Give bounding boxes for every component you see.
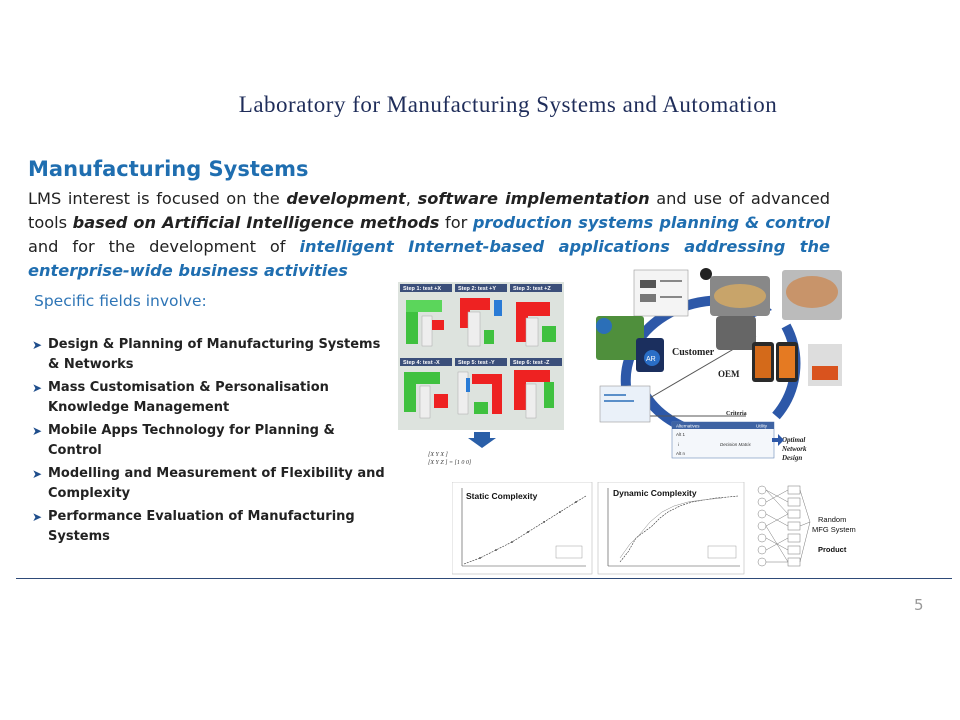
section-heading: Manufacturing Systems — [28, 157, 309, 181]
network-label: Network — [781, 445, 807, 453]
step-label: Step 5: test -Y — [458, 360, 495, 366]
step-label: Step 6: test -Z — [513, 360, 550, 366]
matrix-row: Alt 1 — [676, 432, 686, 437]
arrow-bullet-icon: ➤ — [32, 467, 43, 481]
step-cell — [516, 302, 556, 347]
step-cell — [404, 372, 448, 419]
arrow-bullet-icon: ➤ — [32, 338, 43, 352]
web-screen-image — [633, 269, 689, 317]
arrow-bullet-icon: ➤ — [32, 510, 43, 524]
list-item: ➤ Performance Evaluation of Manufacturing… — [32, 507, 390, 547]
decision-matrix-label: Decision Matrix — [720, 442, 752, 447]
static-complexity-label: Static Complexity — [466, 491, 538, 501]
static-plot-frame — [452, 482, 593, 575]
list-item-text: Performance Evaluation of Manufacturing … — [48, 509, 355, 544]
arrow-bullet-icon: ➤ — [32, 381, 43, 395]
step-header — [400, 284, 452, 292]
matrix-row: i — [678, 442, 679, 447]
ar-label: AR — [646, 356, 656, 363]
intro-highlight: production systems planning & control — [472, 213, 830, 232]
design-label: Design — [781, 454, 802, 462]
svg-text:[X Y Z ] = [1 0 0]: [X Y Z ] = [1 0 0] — [428, 460, 472, 466]
step-cell — [457, 371, 502, 415]
page-number: 5 — [914, 596, 924, 614]
dynamic-curve — [619, 497, 723, 559]
svg-text:[X Y X ]: [X Y X ] — [428, 452, 449, 458]
alternatives-label: Alternatives — [676, 424, 700, 429]
list-item-text: Mass Customisation & Personalisation Kno… — [48, 380, 329, 415]
optimal-label: Optimal — [782, 436, 805, 444]
list-item: ➤ Design & Planning of Manufacturing Syst… — [32, 335, 390, 375]
step-label: Step 3: test +Z — [513, 286, 551, 292]
list-item: ➤ Mass Customisation & Personalisation Kn… — [32, 378, 390, 418]
network-diagram — [757, 485, 811, 567]
step-header — [455, 358, 507, 366]
product-label: Product — [818, 545, 847, 554]
intro-emphasis: software implementation — [417, 189, 650, 208]
customer-label: Customer — [672, 347, 715, 358]
step-label: Step 1: test +X — [403, 286, 441, 292]
arrow-bullet-icon: ➤ — [32, 424, 43, 438]
list-item-text: Mobile Apps Technology for Planning & Co… — [48, 423, 335, 458]
footer-divider — [16, 578, 952, 579]
intro-text: , — [405, 189, 418, 208]
step-cell — [514, 370, 554, 419]
step-label: Step 2: test +Y — [458, 286, 496, 292]
intro-text: and use of advanced tools — [28, 189, 830, 232]
report-image — [599, 385, 651, 423]
list-item-text: Modelling and Measurement of Flexibility… — [48, 466, 385, 501]
step-header — [510, 284, 562, 292]
intro-highlight: intelligent Internet-based applications … — [28, 237, 830, 280]
plot-legend — [555, 545, 583, 559]
step-header — [455, 284, 507, 292]
down-arrow-icon — [468, 432, 496, 448]
fields-list: ➤ Design & Planning of Manufacturing Syst… — [32, 335, 390, 550]
dynamic-complexity-label: Dynamic Complexity — [613, 488, 697, 498]
intro-paragraph: LMS interest is focused on the developme… — [28, 187, 830, 283]
complexity-figure: Static Complexity Dynamic Complexity Ran… — [452, 482, 856, 575]
intro-text: LMS interest is focused on the — [28, 189, 287, 208]
step-label: Step 4: test -X — [403, 360, 440, 366]
list-item: ➤ Mobile Apps Technology for Planning & C… — [32, 421, 390, 461]
list-item: ➤ Modelling and Measurement of Flexibilit… — [32, 464, 390, 504]
criteria-label: Criteria — [726, 411, 747, 417]
intro-text: for — [439, 213, 473, 232]
intro-emphasis: development — [286, 189, 406, 208]
matrix-row: Alt n — [676, 451, 686, 456]
arrow-icon — [772, 434, 784, 446]
random-label: Random — [818, 515, 846, 524]
matrix-equation: [X Y X ] [X Y Z ] = [1 0 0] — [428, 452, 472, 466]
step-header — [510, 358, 562, 366]
badge-icon — [700, 268, 712, 280]
step-cell — [460, 298, 502, 347]
mfg-system-label: MFG System — [812, 525, 856, 534]
intro-emphasis: based on Artificial Intelligence methods — [72, 213, 440, 232]
fields-heading: Specific fields involve: — [34, 292, 207, 310]
step-cell — [406, 300, 444, 347]
customer-oem-cycle-figure: AR Customer OEM Criteria Alternatives Ut… — [596, 268, 842, 462]
list-item-text: Design & Planning of Manufacturing Syste… — [48, 337, 381, 372]
step-tests-figure: Step 1: test +X Step 2: test +Y Step 3: … — [398, 282, 564, 466]
utility-label: Utility — [756, 424, 768, 429]
plot-legend — [707, 545, 737, 559]
page-title: Laboratory for Manufacturing Systems and… — [238, 92, 778, 117]
oem-label: OEM — [718, 369, 740, 379]
car-image — [716, 316, 756, 350]
step-header — [400, 358, 452, 366]
intro-text: and for the development of — [28, 237, 300, 256]
